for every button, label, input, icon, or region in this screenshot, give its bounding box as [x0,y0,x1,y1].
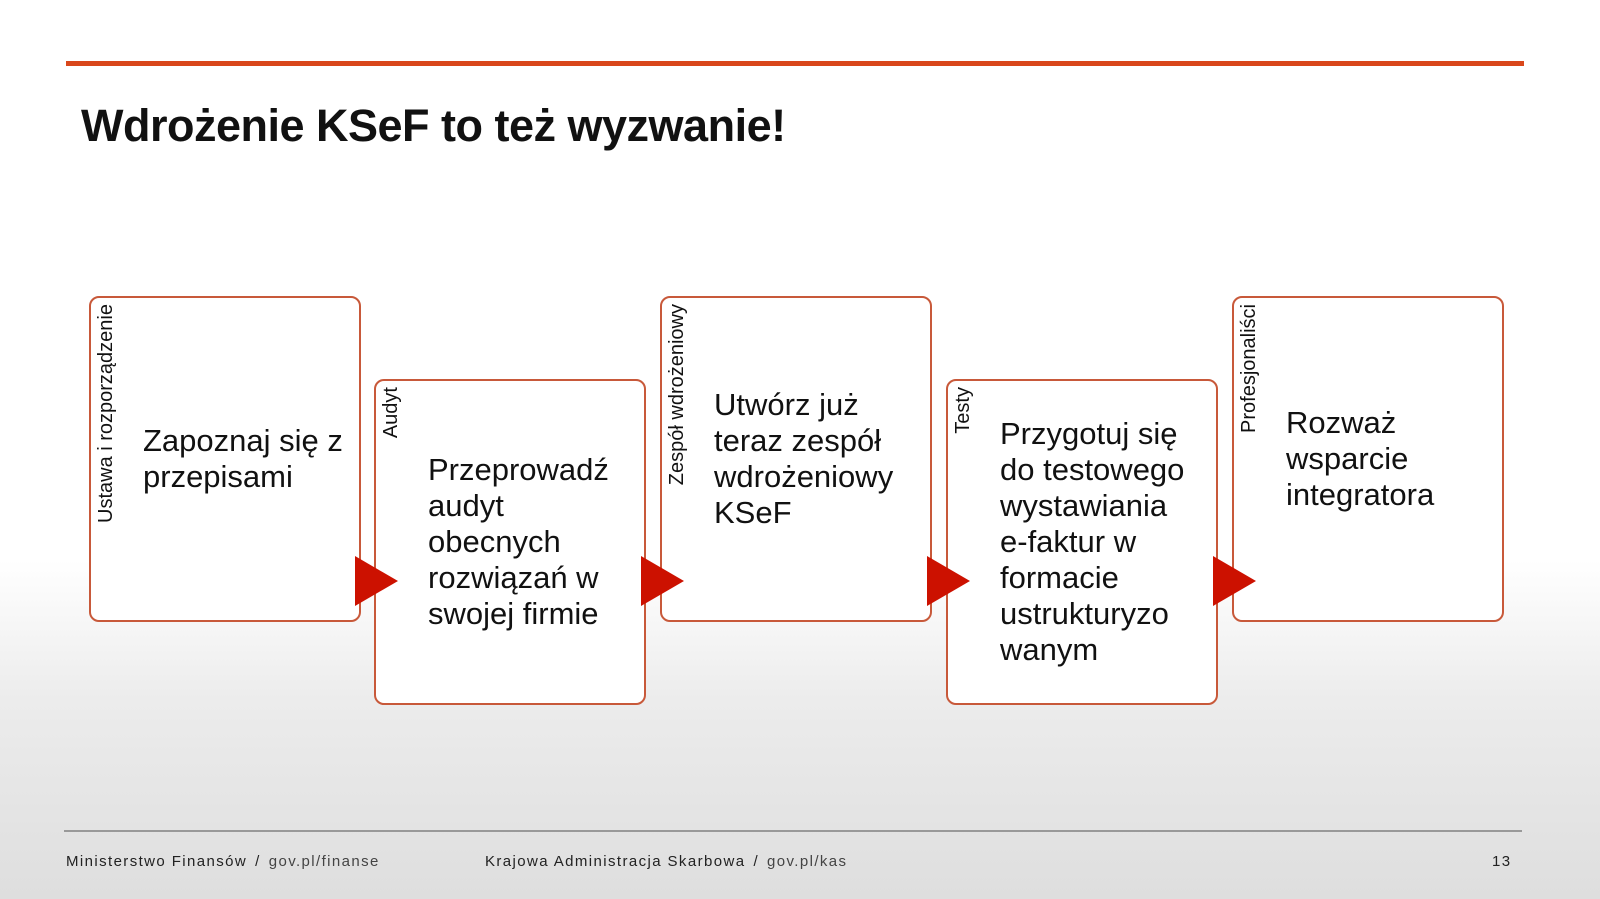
footer-org2: Krajowa Administracja Skarbowa [485,853,746,870]
step-label: Audyt [380,387,402,439]
step-label: Profesjonaliści [1238,304,1260,433]
arrow-right-icon [927,556,970,606]
step-text: Przygotuj się do testowego wystawiania e… [1000,416,1185,667]
step-box-1: Ustawa i rozporządzenie Zapoznaj się z p… [89,296,361,622]
step-label: Zespół wdrożeniowy [666,304,688,486]
step-box-5: Profesjonaliści Rozważ wsparcie integrat… [1232,296,1504,622]
step-label: Ustawa i rozporządzenie [95,304,117,523]
arrow-right-icon [1213,556,1256,606]
arrow-right-icon [355,556,398,606]
page-number: 13 [1492,853,1512,870]
arrow-right-icon [641,556,684,606]
footer-url2: gov.pl/kas [767,853,848,870]
step-text: Rozważ wsparcie integratora [1286,405,1435,512]
step-text: Zapoznaj się z przepisami [143,423,343,494]
accent-line [66,61,1524,66]
footer-separator: / [753,853,760,870]
footer-ministry: Ministerstwo Finansów / gov.pl/finanse [66,853,380,870]
footer-org1: Ministerstwo Finansów [66,853,248,870]
footer-divider [64,830,1522,832]
footer-kas: Krajowa Administracja Skarbowa / gov.pl/ka… [485,853,847,870]
step-label: Testy [952,387,974,434]
footer-url1: gov.pl/finanse [268,853,380,870]
step-text: Przeprowadź audyt obecnych rozwiązań w s… [428,452,609,631]
step-text: Utwórz już teraz zespół wdrożeniowy KSeF [714,387,894,530]
footer-separator: / [255,853,261,870]
step-box-2: Audyt Przeprowadź audyt obecnych rozwiąz… [374,379,646,705]
step-box-3: Zespół wdrożeniowy Utwórz już teraz zesp… [660,296,932,622]
slide-title: Wdrożenie KSeF to też wyzwanie! [81,100,786,151]
step-box-4: Testy Przygotuj się do testowego wystawi… [946,379,1218,705]
